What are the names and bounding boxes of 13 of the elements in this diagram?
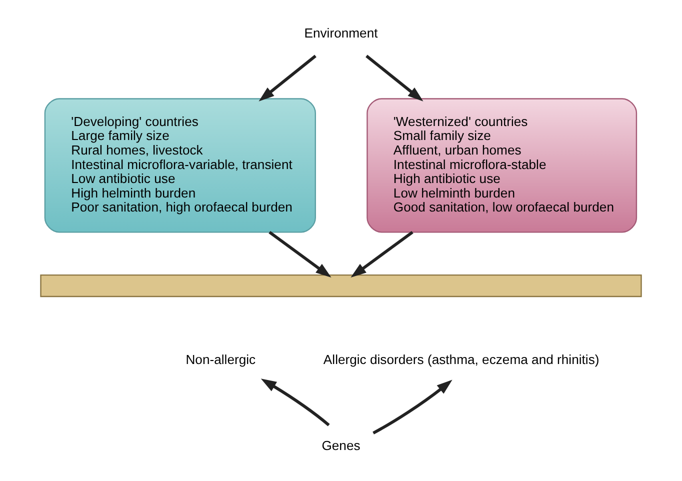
arrow: [372, 380, 452, 434]
arrow: [366, 54, 424, 102]
arrow: [268, 230, 332, 278]
node-text: Environment: [304, 26, 378, 41]
node-box: 'Westernized' countries Small family size Affluent, urban homes Intestinal microflora-stable High antibiotic use Low helminth burden Good sanitation, low orofaecal burden: [366, 98, 638, 233]
node-text: Genes: [322, 438, 360, 453]
arrow: [260, 378, 330, 426]
node-text: Non-allergic: [186, 352, 256, 368]
node-box: 'Developing' countries Large family size Rural homes, livestock Intestinal microflora-variable, transient Low antibiotic use High helminth burden Poor sanitation, high orofaecal burden: [44, 98, 316, 233]
node-text: Allergic disorders (asthma, eczema and rhinitis): [323, 352, 600, 368]
arrow: [350, 230, 414, 278]
node-bar: [40, 274, 642, 298]
arrow: [258, 54, 316, 102]
